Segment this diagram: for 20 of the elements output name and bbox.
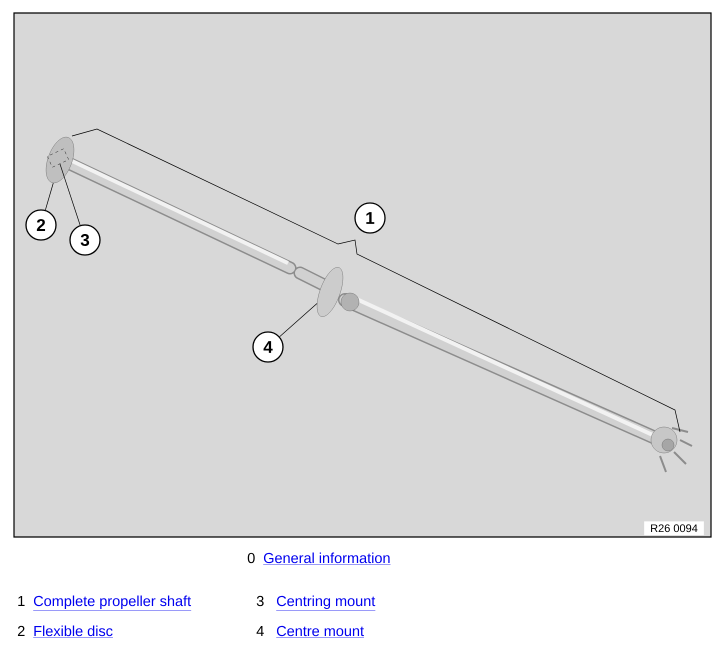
leader-line: [279, 303, 318, 337]
item-number: 3: [256, 596, 264, 606]
callout-number: 4: [252, 331, 284, 363]
callout-number: 1: [354, 202, 386, 234]
dashed-outline: [47, 148, 69, 168]
item-number: 2: [18, 626, 25, 636]
callout-number: 3: [69, 224, 101, 256]
item-number: 0: [248, 552, 255, 564]
figure-code: R26 0094: [644, 521, 704, 536]
item-number: 1: [18, 596, 25, 606]
leader-line: [45, 182, 54, 210]
link-text: Centre mount: [276, 626, 364, 638]
item-number: 4: [256, 626, 264, 636]
centre-mount: [316, 267, 344, 317]
link-text: Centring mount: [276, 596, 376, 611]
link-text: General information: [263, 552, 391, 565]
callout-number: 2: [25, 209, 57, 241]
link-text: Flexible disc: [33, 626, 114, 638]
leader-line: [60, 164, 80, 226]
link-text: Complete propeller shaft: [33, 596, 192, 611]
